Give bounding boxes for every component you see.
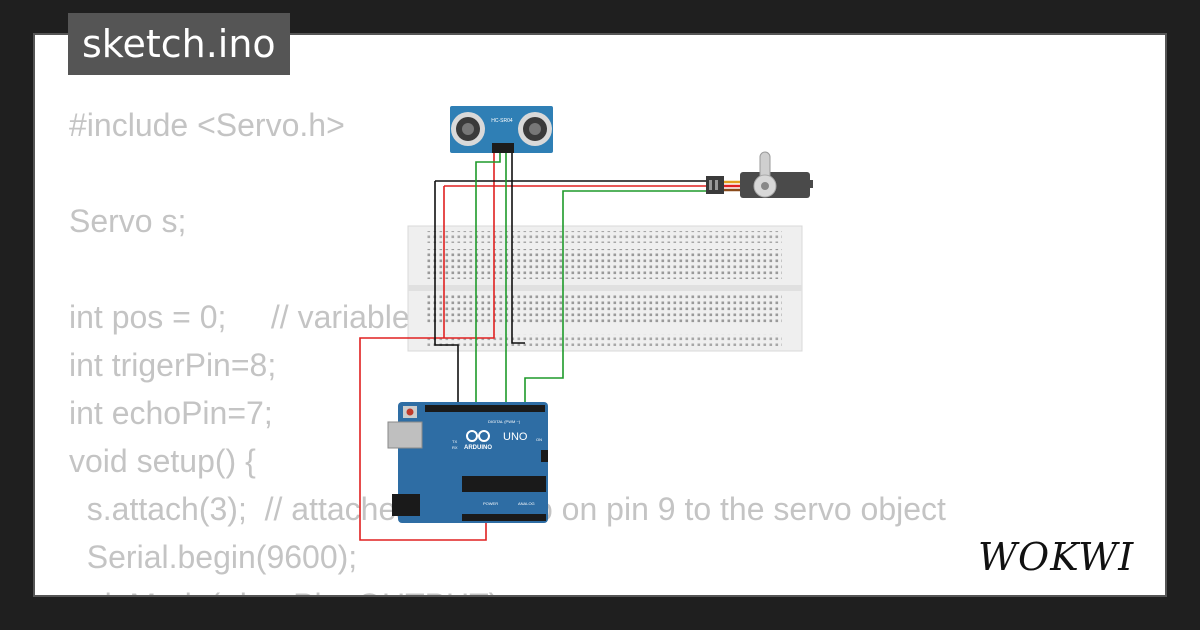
ultrasonic-sensor[interactable]: HC-SR04: [450, 106, 553, 153]
servo-motor[interactable]: [706, 151, 813, 198]
on-label: ON: [536, 437, 542, 442]
arduino-uno[interactable]: ARDUINO UNO DIGITAL (PWM ~) POWER ANALOG…: [387, 402, 548, 523]
wokwi-logo: WOKWI: [978, 536, 1134, 578]
code-line: #include <Servo.h>: [69, 107, 345, 143]
breadboard[interactable]: [407, 225, 803, 352]
code-line: void setup() {: [69, 443, 256, 479]
code-line: Servo s;: [69, 203, 187, 239]
code-line: Serial.begin(9600);: [69, 539, 358, 575]
analog-pins-label: ANALOG: [518, 501, 535, 506]
ultrasonic-label: HC-SR04: [491, 118, 513, 124]
code-line: int echoPin=7;: [69, 395, 273, 431]
wires: [359, 152, 706, 541]
digital-pins-label: DIGITAL (PWM ~): [488, 419, 521, 424]
code-line: int trigerPin=8;: [69, 347, 277, 383]
tx-label: TX: [452, 439, 457, 444]
rx-label: RX: [452, 445, 458, 450]
file-title-tab[interactable]: sketch.ino: [68, 13, 290, 75]
power-pins-label: POWER: [483, 501, 498, 506]
wokwi-logo-text: WOKWI: [978, 536, 1134, 578]
code-line: pinMode(trigerPin, OUTPUT);: [69, 581, 1165, 595]
arduino-model-label: UNO: [503, 431, 528, 443]
arduino-brand-label: ARDUINO: [464, 445, 492, 451]
code-editor-card: #include <Servo.h>Servo s;int pos = 0; /…: [33, 33, 1167, 597]
